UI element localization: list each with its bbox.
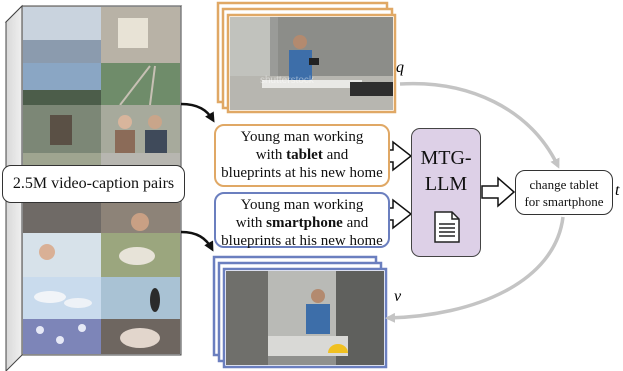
thumb-penguin xyxy=(101,277,180,319)
dataset-label: 2.5M video-caption pairs xyxy=(2,165,185,203)
target-caption-text: with xyxy=(235,215,267,231)
instruction-line2: for smartphone xyxy=(524,193,604,209)
thumb-flowers xyxy=(23,319,101,354)
query-caption-line1: Young man working xyxy=(240,129,364,145)
query-caption-line3: blueprints at his new home xyxy=(221,165,383,181)
target-caption-line1: Young man working xyxy=(240,197,364,213)
query-video-stack: shutterstock xyxy=(216,1,397,114)
mtg-llm-model: MTG- LLM xyxy=(411,128,481,257)
target-caption-box: Young man working with smartphone and bl… xyxy=(214,192,390,249)
label-v: v xyxy=(394,288,402,305)
model-label: MTG- LLM xyxy=(412,145,480,197)
arrow-query-to-instruction xyxy=(399,81,560,169)
target-caption-text: and xyxy=(342,215,369,231)
label-t: t xyxy=(615,182,620,199)
model-label-line2: LLM xyxy=(424,173,468,195)
thumb-girl-writing xyxy=(23,233,101,277)
instruction-box: change tablet for smartphone xyxy=(515,170,613,215)
man-figure xyxy=(289,50,312,80)
label-q: q xyxy=(396,59,404,76)
arrow-model-to-instruction xyxy=(481,176,516,208)
model-label-line1: MTG- xyxy=(420,147,472,169)
thumb-railway xyxy=(101,63,180,105)
query-caption-keyword: tablet xyxy=(286,147,323,163)
hardhat xyxy=(328,344,348,353)
target-caption-line3: blueprints at his new home xyxy=(221,233,383,249)
query-caption-line2: with tablet and xyxy=(220,146,384,164)
query-caption-text: with xyxy=(255,147,287,163)
watermark: shutterstock xyxy=(260,75,315,86)
target-caption-line2: with smartphone and xyxy=(220,214,384,232)
query-caption-box: Young man working with tablet and bluepr… xyxy=(214,124,390,187)
instruction-line1: change tablet xyxy=(529,176,599,192)
arrow-dataset-to-target xyxy=(180,230,214,252)
target-video-stack xyxy=(212,255,388,369)
arrow-instruction-to-target xyxy=(385,216,565,323)
thumb-couple xyxy=(101,105,180,153)
arrow-dataset-to-query xyxy=(180,102,215,123)
thumb-dark-room xyxy=(23,203,101,233)
query-caption-text: and xyxy=(322,147,349,163)
target-caption-keyword: smartphone xyxy=(266,215,343,231)
document-icon xyxy=(434,211,460,243)
